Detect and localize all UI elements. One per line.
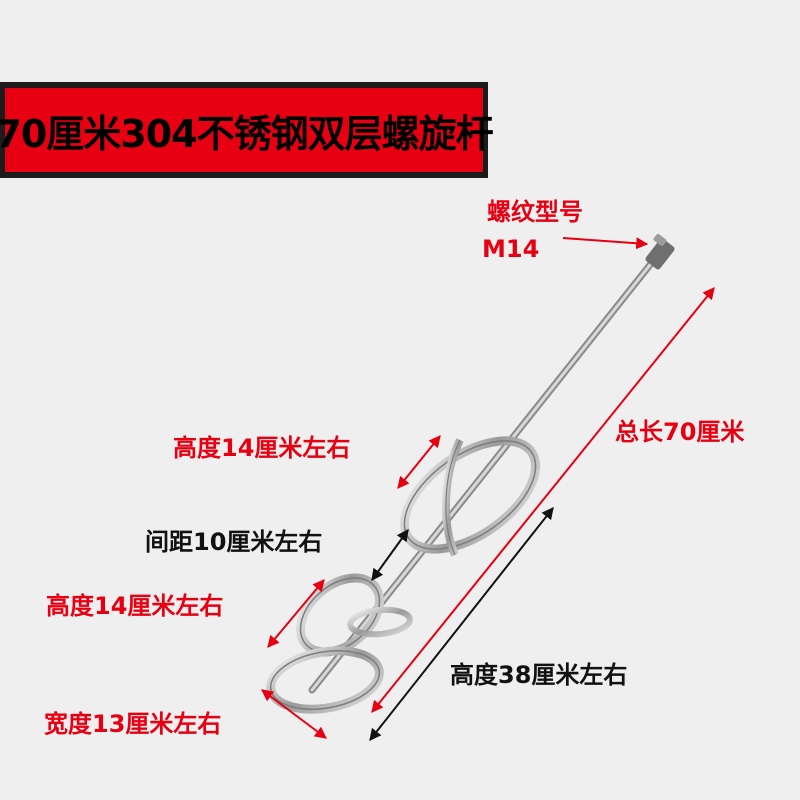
dimension-arrows-black: [369, 507, 554, 741]
thread-tip: [645, 238, 675, 270]
lower-paddle: [266, 573, 413, 714]
top-blade-height-arrow: [397, 435, 441, 489]
top-blade-height-label: 高度14厘米左右: [173, 434, 351, 462]
width-arrow: [261, 689, 327, 739]
spacing-label: 间距10厘米左右: [145, 528, 323, 556]
thread-model-label: 螺纹型号: [487, 198, 583, 226]
title-banner-frame: 70厘米304不锈钢双层螺旋杆: [0, 82, 494, 178]
width-label: 宽度13厘米左右: [44, 710, 222, 738]
dimension-arrows-red: [261, 237, 715, 739]
total-length-label: 总长70厘米: [615, 418, 745, 446]
blade-height-total-label: 高度38厘米左右: [450, 661, 628, 689]
thread-pointer-arrow: [562, 237, 649, 250]
mixer-rod: [308, 233, 675, 694]
thread-size-label: M14: [482, 235, 540, 263]
product-title: 70厘米304不锈钢双层螺旋杆: [0, 111, 494, 156]
total-length-arrow: [371, 287, 715, 713]
bottom-blade-height-label: 高度14厘米左右: [46, 592, 224, 620]
title-banner: 70厘米304不锈钢双层螺旋杆: [0, 88, 494, 172]
bottom-blade-height-arrow: [267, 579, 325, 648]
blade-height-total-arrow: [369, 507, 554, 741]
